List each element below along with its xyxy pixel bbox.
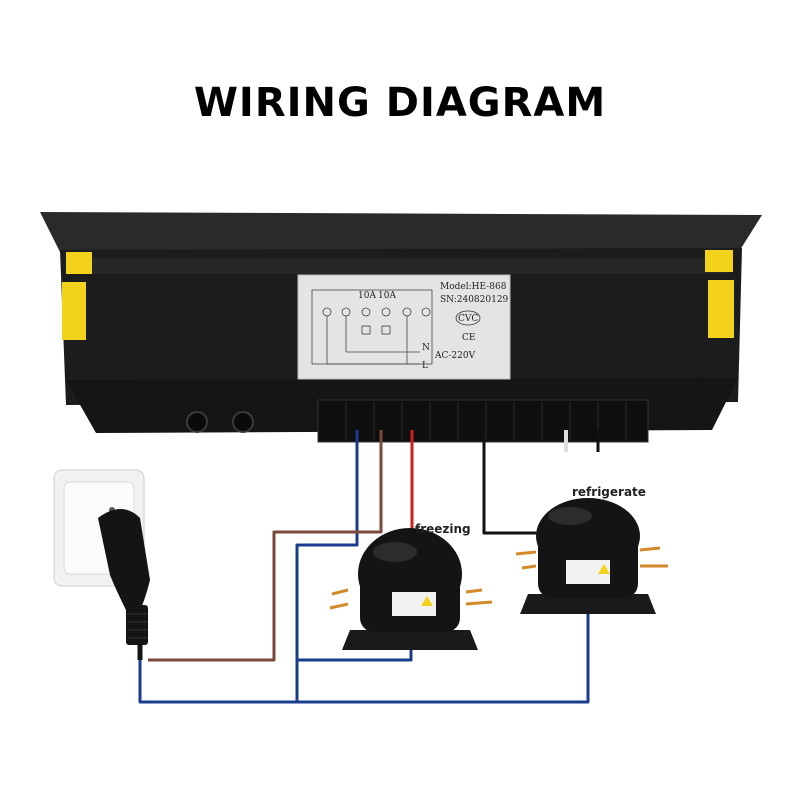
wire-black-refrigerate	[482, 430, 540, 535]
refrigerate-label: refrigerate	[572, 485, 646, 499]
relay-1-rating: 10A	[358, 291, 376, 301]
live-label: L	[422, 361, 428, 371]
probe-socket-1	[186, 411, 208, 433]
power-plug	[98, 509, 150, 660]
compressor-refrigerate	[515, 498, 668, 614]
wire-blue-neutral	[138, 430, 359, 704]
wiring	[138, 430, 600, 704]
probe-socket-2	[232, 411, 254, 433]
cert-mark: CVC	[458, 314, 478, 324]
relay-2-rating: 10A	[378, 291, 396, 301]
wire-blue-refrigerate	[297, 610, 590, 704]
model-number: Model:HE-868	[440, 282, 507, 292]
freezing-label: freezing	[415, 522, 471, 536]
wire-brown-live	[148, 430, 383, 662]
controller-label-plate: 10A 10A Model:HE-868 SN:240820129 CVC CE…	[297, 274, 511, 380]
mounting-clip-left	[62, 252, 92, 340]
mounting-clip-right	[705, 250, 734, 338]
temperature-controller: 10A 10A Model:HE-868 SN:240820129 CVC CE…	[40, 212, 762, 443]
compressor-freezing	[329, 528, 493, 650]
serial-number: SN:240820129	[440, 295, 509, 305]
neutral-label: N	[422, 343, 430, 353]
diagram-title: WIRING DIAGRAM	[193, 80, 607, 126]
ce-mark: CE	[462, 333, 475, 343]
supply-voltage: AC-220V	[434, 351, 476, 361]
